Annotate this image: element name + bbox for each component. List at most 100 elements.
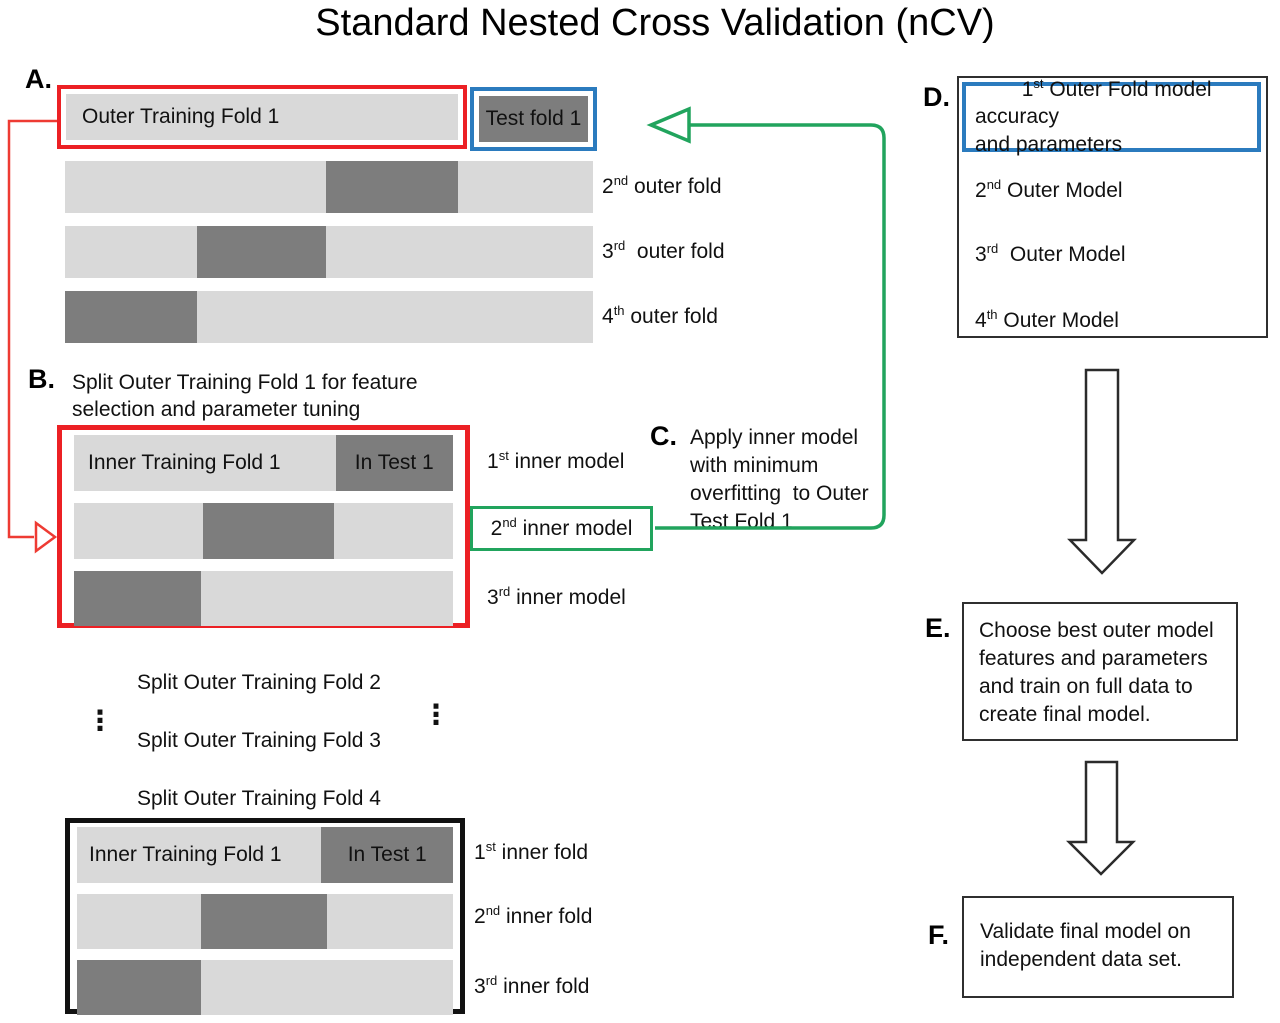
validate-model-text: Validate final model on independent data… bbox=[980, 920, 1191, 972]
fold-segment-test bbox=[77, 960, 202, 1015]
ordinal: 2 bbox=[602, 175, 614, 198]
ordinal-suffix: nd bbox=[613, 173, 629, 188]
fold-segment-train bbox=[74, 503, 203, 559]
ordinal-suffix: rd bbox=[986, 241, 999, 256]
outer-model-3-label: 3rd Outer Model bbox=[975, 230, 1126, 280]
split-outer-fold-4-label: Split Outer Training Fold 4 bbox=[137, 787, 381, 810]
red-connector-line bbox=[7, 119, 57, 539]
section-a-label: A. bbox=[25, 64, 52, 94]
red-arrowhead-icon bbox=[34, 520, 58, 554]
section-c-label: C. bbox=[650, 421, 677, 451]
section-b-caption: Split Outer Training Fold 1 for feature … bbox=[72, 371, 418, 422]
ordinal-suffix: nd bbox=[986, 177, 1002, 192]
ordinal: 2 bbox=[474, 905, 486, 928]
vertical-ellipsis-icon: ⋮ bbox=[86, 705, 114, 736]
ordinal-suffix: rd bbox=[613, 238, 626, 253]
label-text: outer fold bbox=[624, 305, 718, 328]
ordinal: 3 bbox=[487, 586, 499, 609]
outer-models-box: 1st Outer Fold model accuracy and parame… bbox=[957, 76, 1268, 338]
label-text: Outer Model bbox=[1001, 179, 1123, 202]
inner-model-3-label: 3rd inner model bbox=[487, 570, 626, 626]
down-arrow-icon-1 bbox=[1067, 368, 1137, 575]
label-text: inner model bbox=[508, 450, 625, 473]
in-test-1-segment: In Test 1 bbox=[335, 435, 453, 491]
ordinal: 4 bbox=[602, 305, 614, 328]
ordinal-suffix: rd bbox=[498, 584, 511, 599]
inner-training-fold-1-label: Inner Training Fold 1 bbox=[88, 451, 281, 474]
fold-segment-train bbox=[200, 571, 453, 626]
inner-fold-2-bar bbox=[74, 503, 453, 559]
ordinal-suffix: st bbox=[498, 448, 509, 463]
ordinal: 1 bbox=[474, 841, 486, 864]
inner-fold-3-bar bbox=[77, 960, 453, 1015]
outer-fold-2-label: 2nd outer fold bbox=[602, 161, 722, 213]
outer-training-fold-1-box: Outer Training Fold 1 bbox=[57, 85, 467, 149]
label-text: inner fold bbox=[495, 841, 589, 864]
test-fold-1-bar: Test fold 1 bbox=[479, 96, 588, 142]
inner-fold-1-bar: Inner Training Fold 1 In Test 1 bbox=[74, 435, 453, 491]
inner-fold-1-bar: Inner Training Fold 1 In Test 1 bbox=[77, 827, 453, 883]
outer-fold-3-bar bbox=[65, 226, 593, 278]
ordinal: 1 bbox=[487, 450, 499, 473]
choose-best-model-text: Choose best outer model features and par… bbox=[979, 619, 1214, 727]
section-f-label: F. bbox=[928, 920, 950, 950]
ordinal: 3 bbox=[975, 243, 987, 266]
ordinal-suffix: rd bbox=[485, 973, 498, 988]
inner-training-fold-1-segment: Inner Training Fold 1 bbox=[77, 827, 322, 883]
choose-best-model-box: Choose best outer model features and par… bbox=[962, 602, 1238, 741]
outer-fold-4-bar bbox=[65, 291, 593, 343]
section-d-label: D. bbox=[923, 82, 950, 112]
outer-training-fold-1-bar: Outer Training Fold 1 bbox=[66, 94, 458, 140]
label-text: inner fold bbox=[500, 905, 593, 928]
fold-segment-test bbox=[197, 226, 327, 278]
split-outer-fold-4-box: Inner Training Fold 1 In Test 1 bbox=[65, 818, 465, 1015]
validate-model-box: Validate final model on independent data… bbox=[962, 896, 1234, 998]
label-text: inner fold bbox=[497, 975, 590, 998]
label-text: inner model bbox=[510, 586, 626, 609]
ordinal-suffix: th bbox=[986, 307, 998, 322]
ordinal: 2 bbox=[975, 179, 987, 202]
label-text: inner model bbox=[516, 516, 633, 540]
label-text: outer fold bbox=[625, 240, 725, 263]
fold-segment-test bbox=[201, 894, 328, 949]
label-text: Outer Fold model accuracy and parameters bbox=[975, 78, 1212, 156]
fold-segment-test bbox=[326, 161, 459, 213]
section-e-label: E. bbox=[925, 613, 951, 643]
ordinal: 3 bbox=[602, 240, 614, 263]
fold-segment-train bbox=[458, 161, 593, 213]
fold-segment-train bbox=[326, 226, 593, 278]
outer-fold-2-bar bbox=[65, 161, 593, 213]
outer-model-2-label: 2nd Outer Model bbox=[975, 166, 1123, 216]
fold-segment-train bbox=[77, 894, 202, 949]
inner-training-fold-1-segment: Inner Training Fold 1 bbox=[74, 435, 336, 491]
fold-segment-test bbox=[74, 571, 201, 626]
fold-segment-train bbox=[333, 503, 453, 559]
page-title: Standard Nested Cross Validation (nCV) bbox=[315, 2, 995, 44]
split-outer-fold-2-label: Split Outer Training Fold 2 bbox=[137, 671, 381, 694]
ordinal-suffix: st bbox=[1033, 76, 1044, 92]
inner-fold-3-bar bbox=[74, 571, 453, 626]
ordinal-suffix: nd bbox=[502, 514, 517, 530]
split-outer-fold-3-label: Split Outer Training Fold 3 bbox=[137, 729, 381, 752]
fold-segment-train bbox=[65, 161, 327, 213]
outer-fold-1-result-text: 1st Outer Fold model accuracy and parame… bbox=[966, 49, 1257, 185]
outer-model-4-label: 4th Outer Model bbox=[975, 296, 1119, 346]
ordinal: 3 bbox=[474, 975, 486, 998]
outer-fold-1-result-box: 1st Outer Fold model accuracy and parame… bbox=[962, 77, 1261, 156]
in-test-1-label: In Test 1 bbox=[347, 843, 427, 866]
ordinal: 4 bbox=[975, 309, 987, 332]
inner-fold-2-label: 2nd inner fold bbox=[474, 890, 592, 944]
green-arrowhead-icon bbox=[646, 106, 691, 144]
inner-model-1-label: 1st inner model bbox=[487, 434, 624, 490]
split-outer-fold-1-box: Inner Training Fold 1 In Test 1 bbox=[57, 425, 470, 628]
down-arrow-icon-2 bbox=[1065, 760, 1137, 876]
inner-fold-1-label: 1st inner fold bbox=[474, 826, 588, 880]
vertical-ellipsis-icon: ⋮ bbox=[422, 699, 450, 730]
outer-fold-4-label: 4th outer fold bbox=[602, 291, 718, 343]
outer-fold-3-label: 3rd outer fold bbox=[602, 226, 725, 278]
ordinal-suffix: th bbox=[613, 303, 625, 318]
ordinal-suffix: st bbox=[485, 839, 496, 854]
label-text: outer fold bbox=[628, 175, 722, 198]
fold-segment-train bbox=[327, 894, 453, 949]
